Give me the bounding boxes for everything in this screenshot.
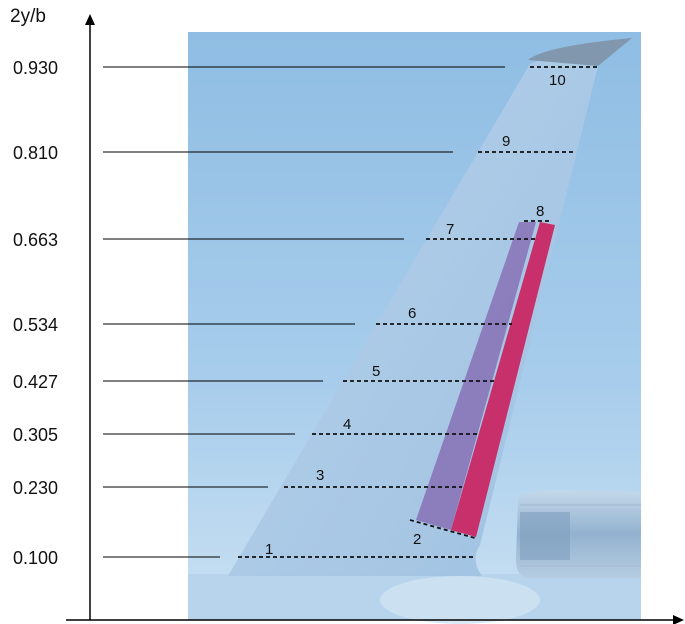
rudder-hinge-band — [416, 222, 536, 530]
vertical-fin — [228, 57, 598, 576]
tick-label: 0.100 — [13, 548, 58, 568]
engine-nacelle — [516, 490, 641, 578]
tick-label: 0.663 — [13, 230, 58, 250]
tick-label: 0.230 — [13, 478, 58, 498]
level-0427: 0.427 5 — [13, 363, 494, 392]
section-label: 8 — [536, 203, 544, 220]
tick-label: 0.427 — [13, 372, 58, 392]
tick-label: 0.305 — [13, 425, 58, 445]
tick-label: 0.534 — [13, 315, 58, 335]
section-2: 2 — [409, 519, 476, 548]
level-0230: 0.230 3 — [13, 467, 462, 498]
level-0305: 0.305 4 — [13, 416, 480, 445]
section-label: 7 — [446, 221, 454, 238]
tick-label: 0.930 — [13, 58, 58, 78]
section-label: 5 — [372, 363, 380, 380]
y-axis-label: 2y/b — [10, 6, 46, 27]
level-0810: 0.810 9 — [13, 133, 574, 163]
y-axis-arrow — [85, 14, 95, 25]
section-label: 4 — [343, 416, 351, 433]
section-8: 8 — [524, 203, 552, 222]
section-label: 1 — [265, 541, 273, 558]
section-label: 9 — [502, 133, 510, 150]
tick-label: 0.810 — [13, 143, 58, 163]
fuselage-highlight — [380, 576, 540, 624]
x-axis-arrow — [673, 615, 684, 624]
section-label: 2 — [413, 531, 421, 548]
section-line — [409, 519, 476, 539]
section-label: 3 — [316, 467, 324, 484]
rudder — [451, 222, 555, 537]
level-0930: 0.930 10 — [13, 58, 598, 89]
aircraft-tail-rendering — [188, 32, 641, 624]
level-0663: 0.663 7 — [13, 221, 537, 250]
fin-tip-cap — [528, 38, 632, 66]
level-0100: 0.100 1 — [13, 541, 476, 568]
axes: 2y/b — [10, 6, 684, 624]
section-label: 6 — [408, 305, 416, 322]
section-label: 10 — [549, 72, 566, 89]
level-0534: 0.534 6 — [13, 305, 512, 335]
